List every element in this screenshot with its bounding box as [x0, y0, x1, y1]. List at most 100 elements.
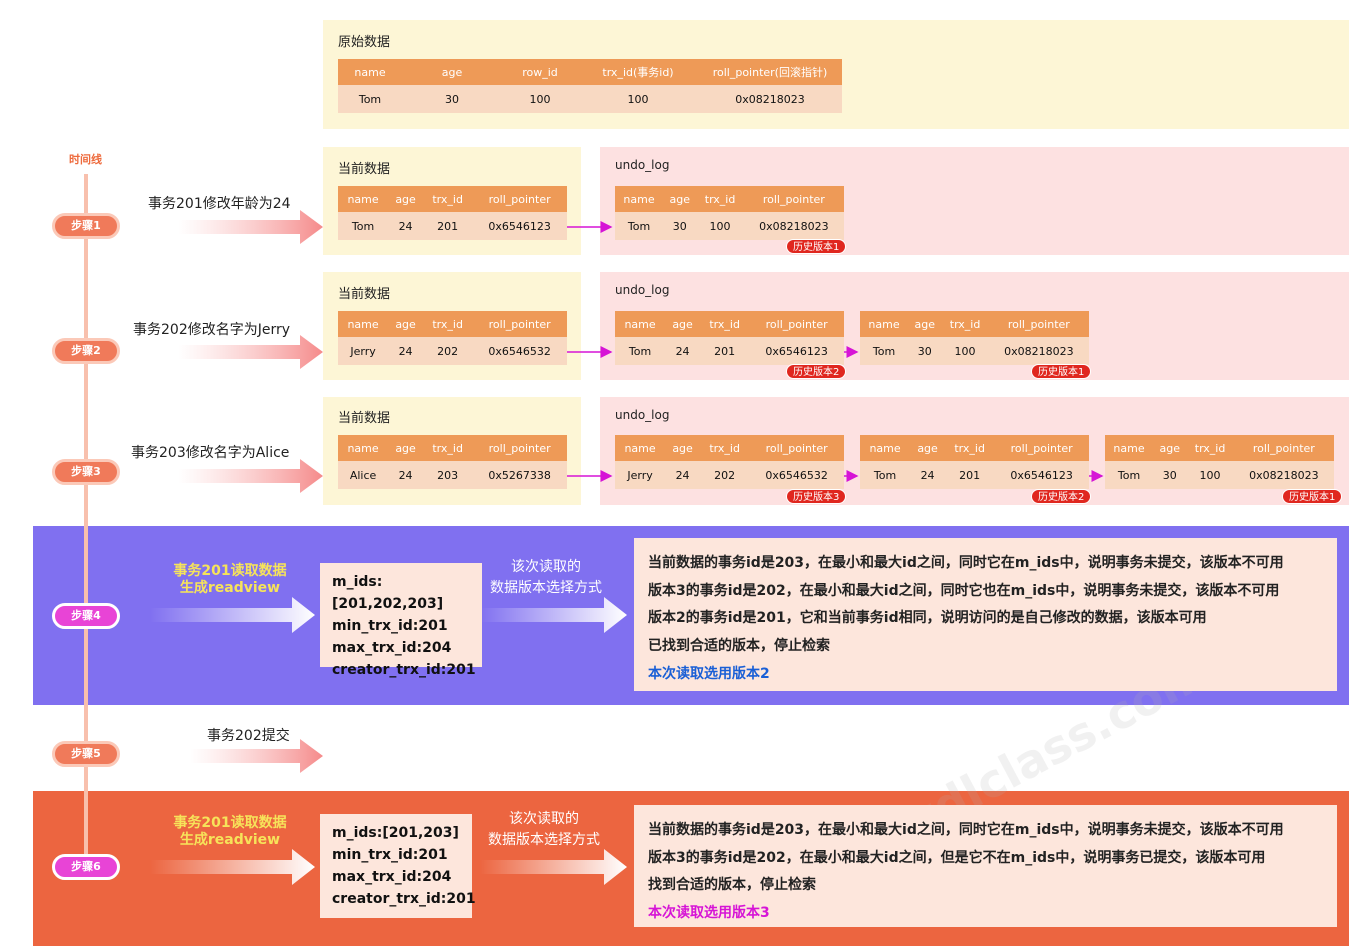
- step-6-label-line1: 事务201读取数据: [173, 815, 287, 831]
- desc-line: 当前数据的事务id是203，在最小和最大id之间，同时它在m_ids中，说明事务…: [648, 822, 1284, 838]
- badge-version-1: 历史版本1: [1282, 489, 1343, 504]
- big-arrow-step1: [178, 210, 323, 244]
- big-arrow-step2: [178, 335, 323, 369]
- col-name: name: [338, 186, 389, 212]
- readview-line: m_ids:[201,203]: [332, 825, 459, 841]
- cell: 201: [700, 337, 750, 365]
- original-cell: 100: [502, 85, 578, 113]
- col-name: name: [338, 435, 389, 461]
- original-data-table: name age row_id trx_id(事务id) roll_pointe…: [338, 59, 842, 113]
- col-age: age: [665, 311, 701, 337]
- original-cell: 30: [402, 85, 502, 113]
- badge-version-3: 历史版本3: [786, 489, 847, 504]
- big-arrow-step4-b: [480, 597, 627, 633]
- step-1-label: 事务201修改年龄为24: [148, 196, 291, 212]
- readview-line: max_trx_id:204: [332, 869, 452, 885]
- original-cell: 0x08218023: [698, 85, 842, 113]
- col-age: age: [663, 186, 697, 212]
- step-2-label: 事务202修改名字为Jerry: [133, 322, 291, 338]
- cell: Tom: [860, 337, 909, 365]
- step-6-pill: 步骤6: [52, 854, 120, 880]
- cell: Tom: [615, 212, 664, 240]
- big-arrow-step3: [178, 459, 323, 493]
- col-name: name: [860, 311, 909, 337]
- col-roll-pointer: roll_pointer: [749, 435, 844, 461]
- original-header-trx-id: trx_id(事务id): [578, 59, 698, 85]
- step-3-pill: 步骤3: [52, 459, 120, 485]
- col-name: name: [338, 311, 389, 337]
- col-roll-pointer: roll_pointer: [749, 311, 844, 337]
- original-header-row-id: row_id: [502, 59, 578, 85]
- select-label-line1: 该次读取的: [511, 559, 581, 575]
- readview-line: max_trx_id:204: [332, 640, 452, 656]
- col-trx-id: trx_id: [945, 435, 995, 461]
- readview-line: min_trx_id:201: [332, 618, 448, 634]
- select-label-line2: 数据版本选择方式: [488, 832, 600, 848]
- cell: 0x6546123: [994, 461, 1089, 489]
- cell: 202: [423, 337, 473, 365]
- desc-conclusion: 本次读取选用版本2: [648, 665, 770, 682]
- cell: Jerry: [615, 461, 666, 489]
- col-trx-id: trx_id: [696, 186, 744, 212]
- step-4-pill: 步骤4: [52, 603, 120, 629]
- desc-conclusion: 本次读取选用版本3: [648, 905, 770, 922]
- original-data-title: 原始数据: [338, 35, 391, 50]
- select-label-line2: 数据版本选择方式: [490, 580, 602, 596]
- cell: 0x6546532: [472, 337, 567, 365]
- description-box-2: 当前数据的事务id是203，在最小和最大id之间，同时它在m_ids中，说明事务…: [634, 805, 1337, 927]
- step-1-pill: 步骤1: [52, 213, 120, 239]
- col-trx-id: trx_id: [423, 186, 473, 212]
- step-6-label: 事务201读取数据生成readview: [160, 815, 300, 849]
- cell: 100: [696, 212, 744, 240]
- col-roll-pointer: roll_pointer: [743, 186, 844, 212]
- cell: 0x08218023: [988, 337, 1089, 365]
- badge-version-2: 历史版本2: [786, 364, 847, 379]
- step-5-label: 事务202提交: [207, 728, 290, 744]
- col-age: age: [908, 311, 942, 337]
- original-header-row: name age row_id trx_id(事务id) roll_pointe…: [338, 59, 842, 85]
- big-arrow-step5: [190, 739, 323, 773]
- badge-version-2: 历史版本2: [1031, 489, 1092, 504]
- cell: 30: [663, 212, 697, 240]
- step-6-label-line2: 生成readview: [179, 832, 281, 848]
- select-label-line1: 该次读取的: [509, 811, 579, 827]
- col-roll-pointer: roll_pointer: [988, 311, 1089, 337]
- readview-line: min_trx_id:201: [332, 847, 448, 863]
- current-title-1: 当前数据: [338, 162, 391, 177]
- col-trx-id: trx_id: [700, 311, 750, 337]
- undo-title-1: undo_log: [615, 158, 670, 172]
- cell: 0x5267338: [472, 461, 567, 489]
- big-arrow-step6-b: [480, 849, 627, 885]
- cell: 0x6546123: [472, 212, 567, 240]
- timeline-line: [84, 174, 88, 874]
- readview-line: m_ids:[201,202,203]: [332, 574, 444, 612]
- col-age: age: [388, 435, 424, 461]
- col-age: age: [1153, 435, 1187, 461]
- col-trx-id: trx_id: [423, 311, 473, 337]
- cell-highlight: Alice: [338, 461, 389, 489]
- col-roll-pointer: roll_pointer: [1233, 435, 1334, 461]
- desc-line: 当前数据的事务id是203，在最小和最大id之间，同时它在m_ids中，说明事务…: [648, 555, 1284, 571]
- cell: 202: [700, 461, 750, 489]
- undo-title-2: undo_log: [615, 283, 670, 297]
- col-trx-id: trx_id: [1186, 435, 1234, 461]
- readview-box-2: m_ids:[201,203] min_trx_id:201 max_trx_i…: [320, 814, 476, 918]
- col-age: age: [665, 435, 701, 461]
- current-title-3: 当前数据: [338, 411, 391, 426]
- col-name: name: [615, 311, 666, 337]
- col-age: age: [388, 311, 424, 337]
- cell: 24: [665, 461, 701, 489]
- badge-version-1: 历史版本1: [786, 239, 847, 254]
- step-2-pill: 步骤2: [52, 338, 120, 364]
- col-trx-id: trx_id: [423, 435, 473, 461]
- current-title-2: 当前数据: [338, 287, 391, 302]
- original-header-age: age: [402, 59, 502, 85]
- timeline-label: 时间线: [69, 153, 102, 166]
- cell: 24: [665, 337, 701, 365]
